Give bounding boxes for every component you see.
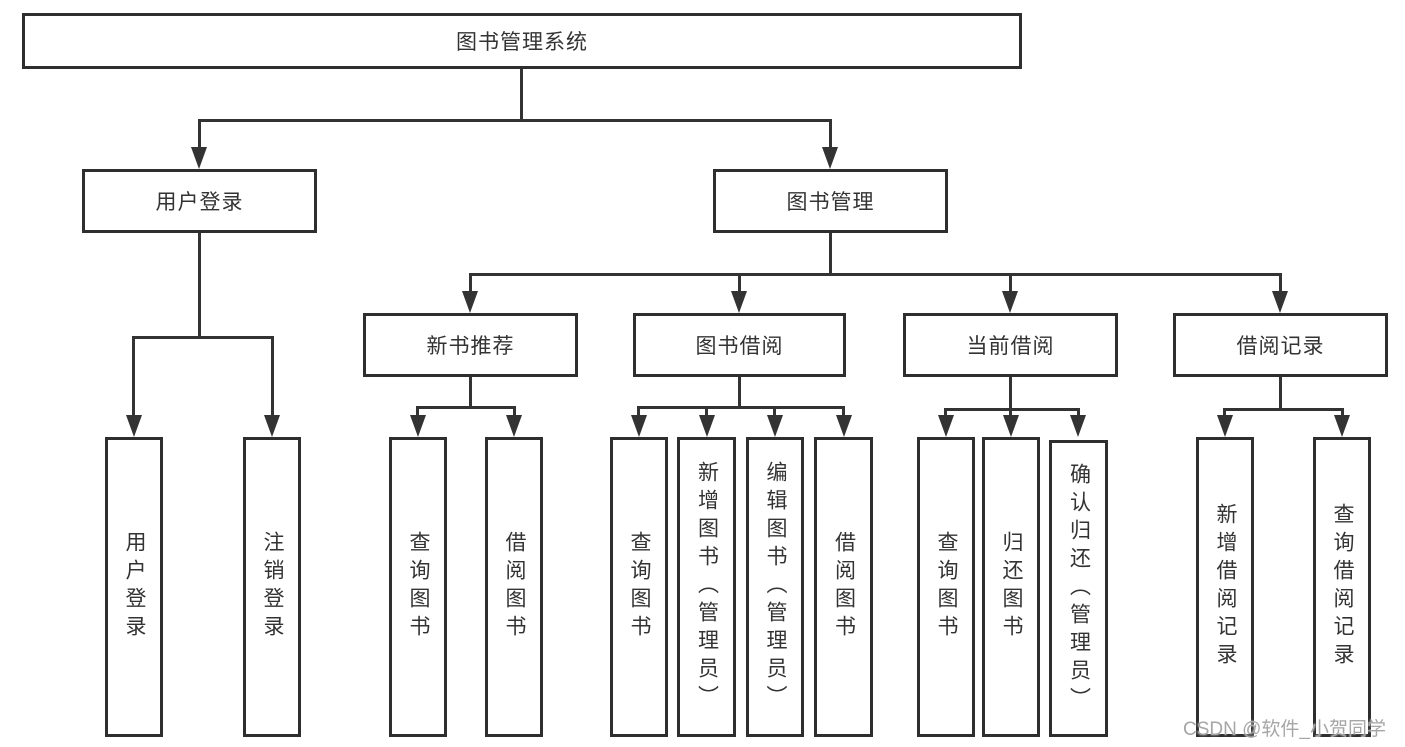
arrow-down-icon [462, 291, 478, 313]
leaf-label: 借阅图书 [832, 531, 856, 643]
leaf-query-borrow-record: 查询借阅记录 [1313, 437, 1371, 737]
arrow-down-icon [699, 415, 715, 437]
connector-line [1077, 408, 1080, 420]
leaf-label: 查询借阅记录 [1331, 503, 1355, 671]
connector-line [1009, 408, 1012, 420]
arrow-down-icon [1334, 415, 1350, 437]
arrow-down-icon [1070, 415, 1086, 437]
connector-line [944, 408, 947, 420]
arrow-down-icon [938, 415, 954, 437]
connector-line [416, 406, 419, 420]
arrow-down-icon [1217, 415, 1233, 437]
leaf-label: 查询图书 [407, 531, 431, 643]
leaf-label: 注销登录 [261, 531, 285, 643]
connector-line [637, 406, 640, 420]
connector-line [738, 273, 741, 296]
connector-line [520, 69, 523, 121]
arrow-down-icon [822, 147, 838, 169]
csdn-watermark: CSDN @软件_小贺同学 [1183, 719, 1386, 740]
leaf-label: 新增借阅记录 [1214, 503, 1238, 671]
node-book-borrowing: 图书借阅 [633, 313, 846, 377]
arrow-down-icon [410, 415, 426, 437]
leaf-edit-books-admin: 编辑图书（管理员） [746, 437, 804, 737]
node-root-library-system: 图书管理系统 [22, 13, 1022, 69]
connector-line [829, 119, 832, 152]
node-book-management: 图书管理 [713, 169, 948, 233]
leaf-confirm-return-admin: 确认归还（管理员） [1049, 440, 1108, 737]
leaf-label: 用户登录 [123, 531, 147, 643]
connector-line [198, 119, 201, 152]
leaf-borrow-books-recommend: 借阅图书 [485, 437, 543, 737]
leaf-add-borrow-record: 新增借阅记录 [1196, 437, 1254, 737]
arrow-down-icon [191, 147, 207, 169]
connector-line [773, 406, 776, 420]
leaf-label: 编辑图书（管理员） [764, 461, 788, 713]
connector-line [1009, 273, 1012, 296]
connector-line [416, 406, 516, 409]
node-current-borrowing: 当前借阅 [903, 313, 1118, 377]
connector-line [1009, 377, 1012, 408]
arrow-down-icon [264, 415, 280, 437]
connector-line [469, 273, 472, 296]
arrow-down-icon [731, 291, 747, 313]
leaf-borrow-books: 借阅图书 [814, 437, 873, 737]
connector-line [198, 233, 201, 336]
leaf-user-login: 用户登录 [105, 437, 163, 737]
connector-line [271, 336, 274, 420]
arrow-down-icon [836, 415, 852, 437]
leaf-query-books-borrowing: 查询图书 [610, 437, 668, 737]
connector-line [1279, 377, 1282, 408]
leaf-label: 查询图书 [935, 531, 959, 643]
node-label: 当前借阅 [966, 335, 1055, 358]
node-borrowing-records: 借阅记录 [1173, 313, 1388, 377]
connector-line [1341, 408, 1344, 420]
connector-line [637, 406, 845, 409]
connector-line [469, 273, 1282, 276]
leaf-return-books: 归还图书 [982, 437, 1040, 737]
connector-line [513, 406, 516, 420]
connector-line [132, 336, 135, 420]
connector-line [1279, 273, 1282, 296]
arrow-down-icon [1272, 291, 1288, 313]
node-label: 图书管理系统 [456, 31, 588, 54]
arrow-down-icon [631, 415, 647, 437]
connector-line [738, 377, 741, 406]
connector-line [1223, 408, 1226, 420]
leaf-label: 新增图书（管理员） [695, 461, 719, 713]
arrow-down-icon [1002, 291, 1018, 313]
leaf-logout: 注销登录 [243, 437, 301, 737]
connector-line [829, 233, 832, 273]
node-user-login: 用户登录 [82, 169, 317, 233]
arrow-down-icon [506, 415, 522, 437]
leaf-query-books-current: 查询图书 [917, 437, 975, 737]
node-label: 图书管理 [786, 191, 875, 214]
node-new-book-recommendation: 新书推荐 [363, 313, 578, 377]
connector-line [1223, 408, 1344, 411]
leaf-label: 查询图书 [628, 531, 652, 643]
leaf-label: 确认归还（管理员） [1067, 462, 1091, 715]
leaf-label: 借阅图书 [503, 531, 527, 643]
node-label: 用户登录 [155, 191, 244, 214]
connector-line [944, 408, 1080, 411]
connector-line [198, 119, 832, 122]
connector-line [842, 406, 845, 420]
node-label: 新书推荐 [426, 335, 515, 358]
leaf-label: 归还图书 [1000, 531, 1024, 643]
node-label: 图书借阅 [695, 335, 784, 358]
arrow-down-icon [126, 415, 142, 437]
arrow-down-icon [767, 415, 783, 437]
leaf-add-books-admin: 新增图书（管理员） [677, 437, 736, 737]
leaf-query-books-recommend: 查询图书 [389, 437, 447, 737]
connector-line [132, 336, 274, 339]
node-label: 借阅记录 [1236, 335, 1325, 358]
connector-line [469, 377, 472, 406]
arrow-down-icon [1003, 415, 1019, 437]
connector-line [705, 406, 708, 420]
